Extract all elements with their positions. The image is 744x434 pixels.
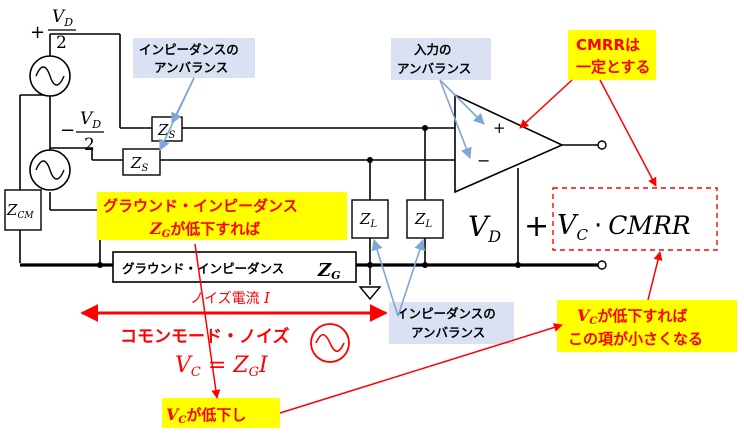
output-vc-cmrr: VC·CMRR bbox=[557, 210, 691, 244]
svg-text:入力の: 入力の bbox=[414, 42, 452, 57]
svg-text:グラウンド・インピーダンス: グラウンド・インピーダンス bbox=[122, 261, 284, 276]
svg-text:一定とする: 一定とする bbox=[576, 58, 651, 76]
svg-text:ZL: ZL bbox=[359, 210, 377, 230]
svg-text:インピーダンスの: インピーダンスの bbox=[139, 42, 239, 57]
svg-text:インピーダンスの: インピーダンスの bbox=[396, 306, 496, 321]
svg-text:アンバランス: アンバランス bbox=[154, 60, 228, 75]
blue-arrows bbox=[159, 77, 485, 317]
label-cmrr-constant: CMRRは 一定とする bbox=[568, 30, 656, 80]
zcm-box: ZCM bbox=[4, 189, 42, 231]
terminals bbox=[597, 140, 607, 270]
svg-text:VCが低下し: VCが低下し bbox=[166, 405, 246, 426]
svg-text:アンバランス: アンバランス bbox=[411, 325, 485, 340]
label-ground-imp-decrease: グラウンド・インピーダンス ZGが低下すれば bbox=[97, 192, 347, 240]
svg-text:ZGが低下すれば: ZGが低下すれば bbox=[149, 219, 260, 240]
noise-current-label: ノイズ電流 I bbox=[190, 289, 271, 307]
svg-text:CMRRは: CMRRは bbox=[576, 36, 640, 54]
svg-text:+: + bbox=[493, 119, 506, 137]
svg-text:この項が小さくなる: この項が小さくなる bbox=[568, 330, 703, 348]
ground-symbol bbox=[358, 286, 382, 301]
common-mode-noise-label: コモンモード・ノイズ bbox=[120, 326, 290, 347]
svg-text:ZS: ZS bbox=[157, 121, 175, 141]
svg-text:−: − bbox=[60, 120, 75, 141]
vc-equation: VC = ZGI bbox=[175, 353, 269, 380]
svg-text:VD: VD bbox=[52, 7, 73, 29]
svg-text:VCが低下すれば: VCが低下すれば bbox=[577, 306, 687, 327]
noise-source-icon bbox=[310, 323, 350, 363]
label-vc-low: VCが低下し bbox=[162, 398, 280, 428]
ac-source-top bbox=[29, 55, 71, 97]
cmrr-term-box bbox=[552, 187, 718, 251]
svg-text:ZS: ZS bbox=[130, 154, 148, 174]
red-arrows bbox=[194, 79, 663, 414]
svg-text:2: 2 bbox=[56, 33, 67, 53]
svg-text:ZCM: ZCM bbox=[6, 201, 34, 221]
label-vc-result: VCが低下すれば この項が小さくなる bbox=[557, 300, 737, 352]
zl-box-2: ZL bbox=[406, 199, 444, 239]
label-load-unbalance: インピーダンスの アンバランス bbox=[389, 302, 514, 344]
svg-text:ノイズ電流 I: ノイズ電流 I bbox=[190, 289, 271, 307]
zs-top: ZS bbox=[151, 116, 183, 142]
zs-bottom: ZS bbox=[122, 148, 161, 176]
svg-text:VD: VD bbox=[80, 109, 101, 131]
svg-text:アンバランス: アンバランス bbox=[397, 61, 471, 76]
svg-text:ZL: ZL bbox=[414, 210, 432, 230]
ground-impedance-box: グラウンド・インピーダンス ZG bbox=[112, 251, 357, 283]
output-plus: + bbox=[524, 209, 549, 244]
output-vd: VD bbox=[468, 210, 501, 246]
junction-dots bbox=[97, 125, 521, 268]
label-input-unbalance: 入力の アンバランス bbox=[391, 38, 491, 80]
top-source-label: + VD 2 bbox=[30, 7, 76, 53]
ac-source-bottom bbox=[29, 149, 71, 191]
svg-text:ZG: ZG bbox=[317, 260, 341, 282]
svg-text:−: − bbox=[477, 151, 490, 170]
bottom-source-label: − VD 2 bbox=[60, 109, 104, 155]
zl-box-1: ZL bbox=[351, 199, 389, 239]
op-amp: + − bbox=[454, 93, 564, 194]
label-source-imp-unbalance: インピーダンスの アンバランス bbox=[133, 38, 255, 78]
svg-text:グラウンド・インピーダンス: グラウンド・インピーダンス bbox=[103, 197, 298, 215]
svg-text:2: 2 bbox=[84, 135, 95, 155]
svg-text:+: + bbox=[30, 22, 45, 43]
